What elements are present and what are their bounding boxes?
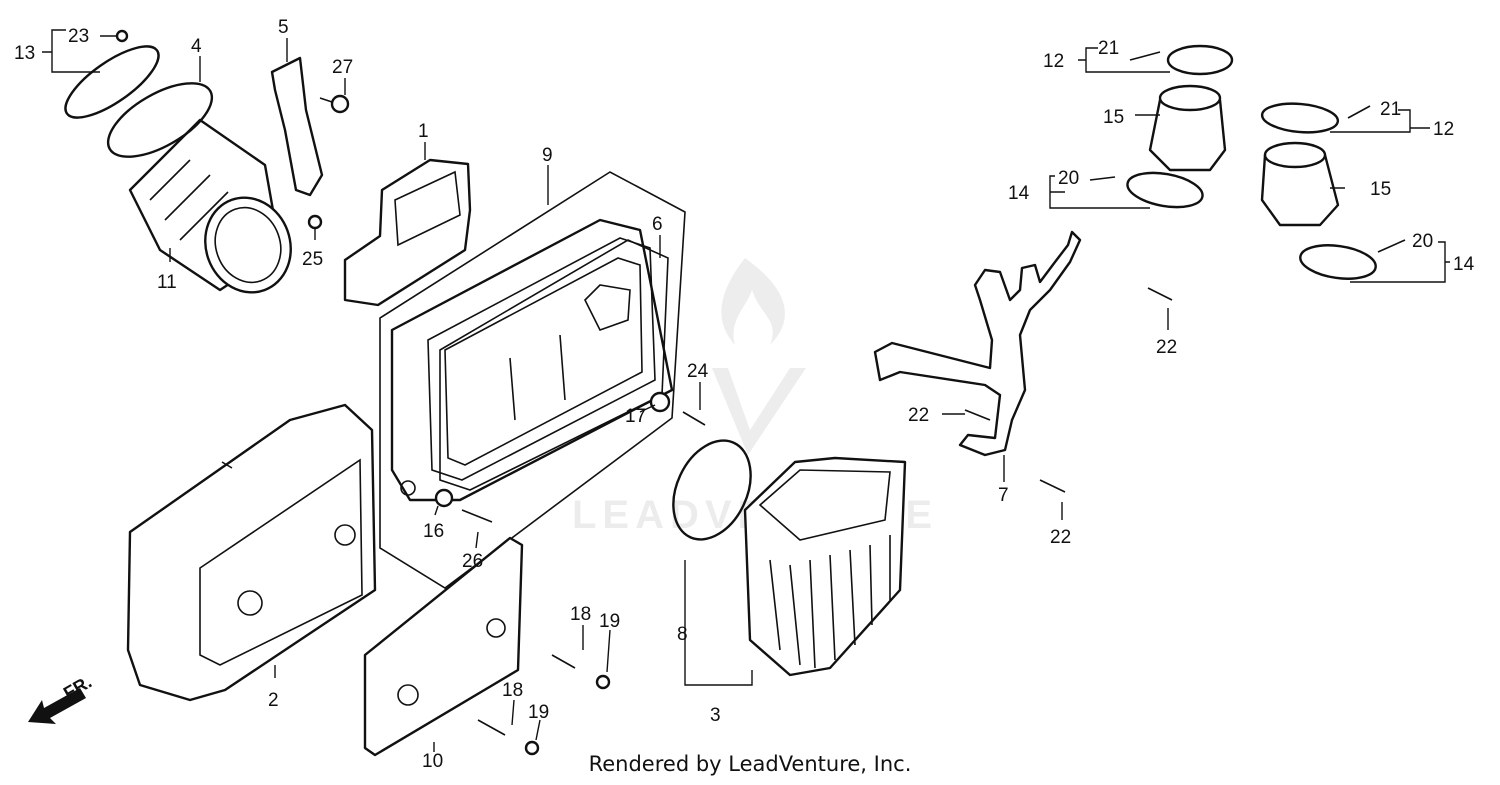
label-21a: 21 <box>1098 38 1119 59</box>
label-12b: 12 <box>1433 119 1454 140</box>
label-6: 6 <box>652 214 663 235</box>
label-24: 24 <box>687 361 709 382</box>
part-14-clamp-upper <box>1126 171 1204 209</box>
part-7-stay <box>873 230 1082 457</box>
label-26: 26 <box>462 551 483 572</box>
label-3: 3 <box>710 705 721 726</box>
screw-21-lower <box>1347 105 1371 119</box>
label-21b: 21 <box>1380 99 1401 120</box>
label-1: 1 <box>418 121 429 142</box>
label-19a: 19 <box>599 611 620 632</box>
label-14a: 14 <box>1008 183 1030 204</box>
label-25: 25 <box>302 249 323 270</box>
part-labels: 1 2 3 4 5 6 7 8 9 10 11 12 12 13 14 14 1… <box>14 17 1475 772</box>
label-20a: 20 <box>1058 168 1079 189</box>
bolt-26 <box>461 509 493 523</box>
label-8: 8 <box>677 624 688 645</box>
label-14b: 14 <box>1453 254 1475 275</box>
bolt-18-upper <box>551 654 576 669</box>
collar-16 <box>434 488 454 508</box>
screw-20-lower <box>1377 239 1406 253</box>
label-11: 11 <box>157 272 177 293</box>
label-17: 17 <box>625 406 646 427</box>
label-12a: 12 <box>1043 51 1064 72</box>
label-18b: 18 <box>502 680 523 701</box>
label-5: 5 <box>278 17 289 38</box>
screw-21-upper <box>1129 51 1161 61</box>
part-2-cover <box>126 403 377 702</box>
label-4: 4 <box>191 36 202 57</box>
bolt-25 <box>307 214 323 230</box>
label-27: 27 <box>332 57 353 78</box>
screw-20-upper <box>1089 176 1116 181</box>
label-19b: 19 <box>528 702 549 723</box>
label-22c: 22 <box>1050 527 1071 548</box>
part-14-clamp-lower <box>1299 244 1377 280</box>
label-2: 2 <box>268 690 279 711</box>
label-15a: 15 <box>1103 107 1124 128</box>
screw-22-c <box>1039 479 1066 493</box>
bolt-27 <box>319 94 350 114</box>
part-9-air-cleaner-case <box>390 218 674 502</box>
label-16: 16 <box>423 521 444 542</box>
front-arrow-icon: FR. <box>28 672 95 724</box>
label-10: 10 <box>422 751 443 772</box>
label-15b: 15 <box>1370 179 1391 200</box>
part-15-joint-lower <box>1260 141 1340 227</box>
part-3-filter <box>743 456 907 677</box>
leader-lines <box>42 29 1450 752</box>
part-1-bracket <box>343 158 472 307</box>
label-22a: 22 <box>1156 337 1177 358</box>
label-7: 7 <box>998 485 1009 506</box>
part-4-band <box>106 82 214 158</box>
screw-22-a <box>1147 287 1173 301</box>
screw-24 <box>682 411 706 426</box>
part-13-clamp <box>64 45 160 119</box>
label-23: 23 <box>68 26 89 47</box>
part-11-duct <box>128 118 292 294</box>
label-22b: 22 <box>908 405 929 426</box>
label-9: 9 <box>542 145 553 166</box>
watermark-logo <box>712 258 806 455</box>
label-20b: 20 <box>1412 231 1433 252</box>
part-5-stay <box>270 56 324 197</box>
part-12-clamp-upper <box>1166 44 1234 76</box>
footer-credit: Rendered by LeadVenture, Inc. <box>588 752 912 776</box>
bolt-23 <box>100 29 129 43</box>
cap-19-upper <box>595 674 611 690</box>
bolt-18-lower <box>477 719 506 736</box>
part-10-plate <box>363 536 524 757</box>
collar-17 <box>649 391 671 413</box>
screw-22-b <box>964 409 991 421</box>
assembly-outline <box>379 171 686 589</box>
part-12-clamp-lower <box>1260 102 1340 134</box>
cap-19-lower <box>524 740 540 756</box>
label-13: 13 <box>14 43 35 64</box>
part-15-joint-upper <box>1148 84 1227 172</box>
label-18a: 18 <box>570 604 591 625</box>
part-8-o-ring <box>672 439 752 541</box>
